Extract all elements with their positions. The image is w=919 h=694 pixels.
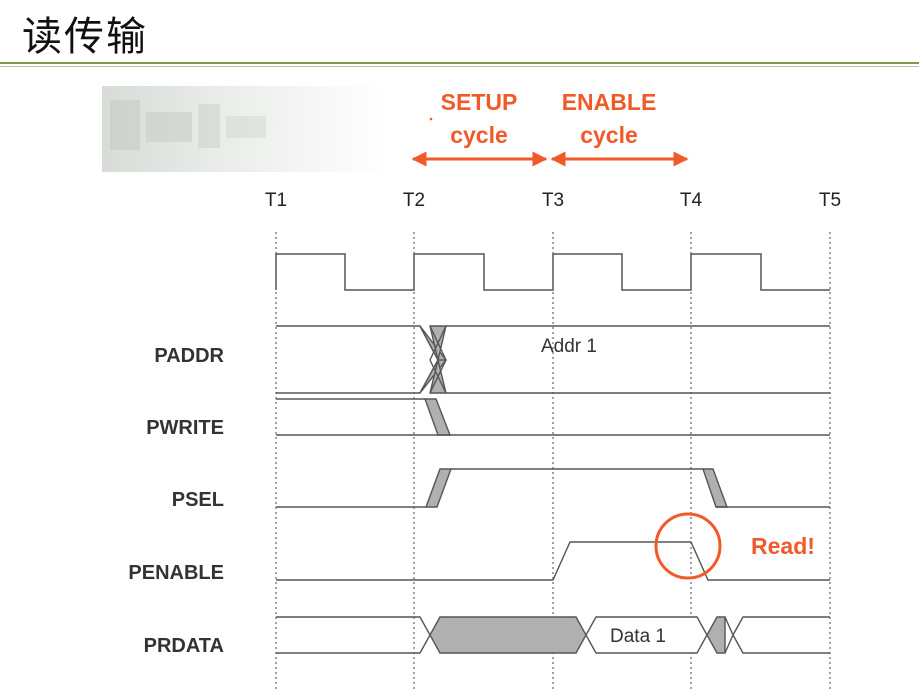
paddr-value: Addr 1 [541,336,597,357]
stray-dot [429,117,433,121]
prdata-waveform [276,616,830,654]
page-title: 读传输 [22,14,148,60]
signal-label-penable: PENABLE [128,562,224,584]
penable-waveform [276,541,830,581]
tick-label: T1 [265,190,287,211]
signal-label-prdata: PRDATA [144,635,224,657]
psel-waveform [276,468,830,508]
decorative-banner-image [102,86,390,172]
paddr-waveform [276,325,830,394]
clock-edge-guides [275,232,831,690]
setup-cycle-label: cycle [450,122,508,148]
pclk-waveform [275,253,830,291]
signal-label-pwrite: PWRITE [146,417,224,439]
prdata-value: Data 1 [610,626,666,647]
setup-label: SETUP [441,89,518,115]
enable-cycle-label: cycle [580,122,638,148]
tick-label: T4 [680,190,703,211]
enable-label: ENABLE [562,89,657,115]
tick-label: T3 [542,190,564,211]
pwrite-waveform [276,398,830,436]
tick-label: T5 [819,190,841,211]
title-divider-light [0,66,919,67]
signal-label-psel: PSEL [172,489,224,511]
read-annotation: Read! [751,533,815,559]
tick-label: T2 [403,190,425,211]
read-highlight-circle [654,512,722,580]
title-divider [0,62,919,64]
signal-label-paddr: PADDR [154,345,224,367]
